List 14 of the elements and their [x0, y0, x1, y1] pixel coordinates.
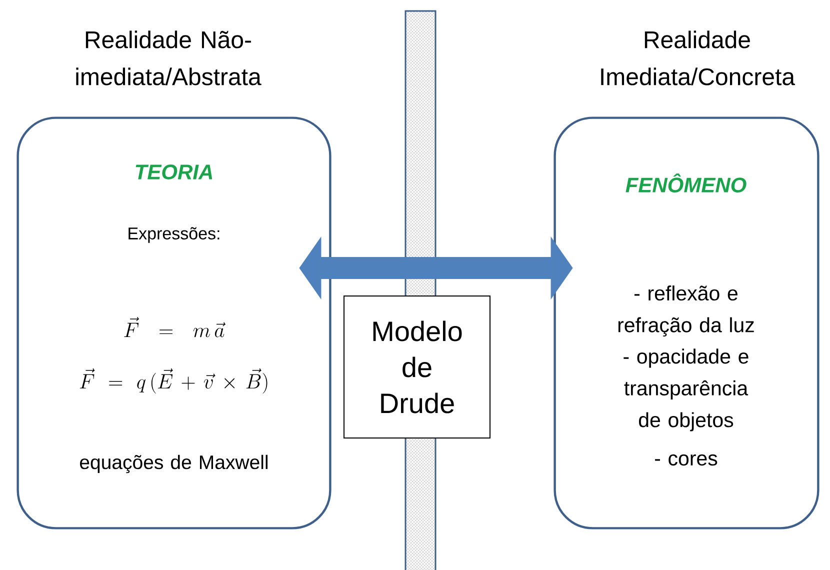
body-text: Expressões: — [128, 227, 220, 243]
heading: TEORIA — [136, 164, 212, 180]
formula: $\vec{F} = q\,(\vec{E} + \vec{v} \times \vec{B})$ — [80, 368, 268, 394]
list-item: - reflexão e refração da luz — [618, 286, 754, 336]
column-heading: Realidade Imediata/Concreta — [601, 30, 796, 86]
list-item: - cores — [655, 454, 718, 466]
model-box: Modelo de Drude — [344, 296, 490, 438]
rounded-box — [554, 116, 820, 530]
list-item: - opacidade e transparência de objetos — [624, 348, 748, 432]
body-text: equações de Maxwell — [80, 454, 268, 474]
heading: FENÔMENO — [626, 173, 746, 192]
rounded-box — [16, 116, 332, 530]
formula: $\vec{F} = m\,\vec{a}$ — [124, 316, 226, 338]
column-heading: Realidade Não-imediata/Abstrata — [76, 30, 262, 86]
